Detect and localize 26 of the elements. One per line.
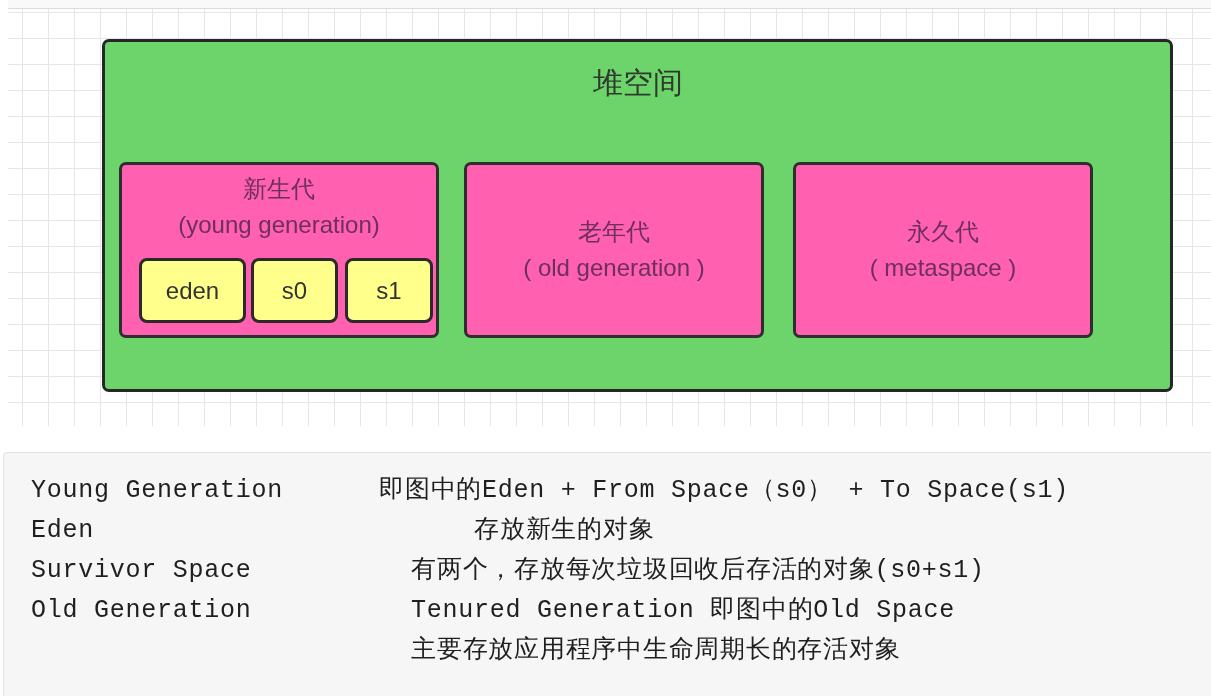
generation-subtitle: (young generation) bbox=[178, 210, 380, 240]
generation-title: 老年代 bbox=[578, 217, 650, 247]
description-text: 主要存放应用程序中生命周期长的存活对象 bbox=[411, 635, 901, 667]
description-text: 有两个，存放每次垃圾回收后存活的对象(s0+s1) bbox=[411, 555, 985, 587]
generation-box bbox=[464, 162, 764, 338]
description-text: 即图中的Eden + From Space（s0） + To Space(s1) bbox=[379, 475, 1070, 507]
term-text: Young Generation bbox=[31, 475, 284, 507]
generation-title: 新生代 bbox=[243, 174, 315, 204]
space-label: s0 bbox=[281, 275, 308, 306]
space-box bbox=[139, 258, 246, 323]
generation-box bbox=[119, 162, 439, 338]
space-box bbox=[251, 258, 338, 323]
generation-box bbox=[793, 162, 1093, 338]
heap-title: 堆空间 bbox=[592, 65, 683, 101]
description-text: Tenured Generation 即图中的Old Space bbox=[411, 595, 956, 627]
term-text: Eden bbox=[31, 515, 94, 547]
heap-box bbox=[102, 39, 1173, 392]
term-text: Old Generation bbox=[31, 595, 252, 627]
generation-title: 永久代 bbox=[907, 217, 979, 247]
space-label: eden bbox=[165, 275, 220, 306]
description-text: 存放新生的对象 bbox=[474, 515, 655, 547]
generation-subtitle: ( old generation ) bbox=[523, 253, 705, 283]
space-box bbox=[345, 258, 433, 323]
space-label: s1 bbox=[376, 275, 402, 306]
term-text: Survivor Space bbox=[31, 555, 252, 587]
generation-subtitle: ( metaspace ) bbox=[869, 253, 1017, 283]
